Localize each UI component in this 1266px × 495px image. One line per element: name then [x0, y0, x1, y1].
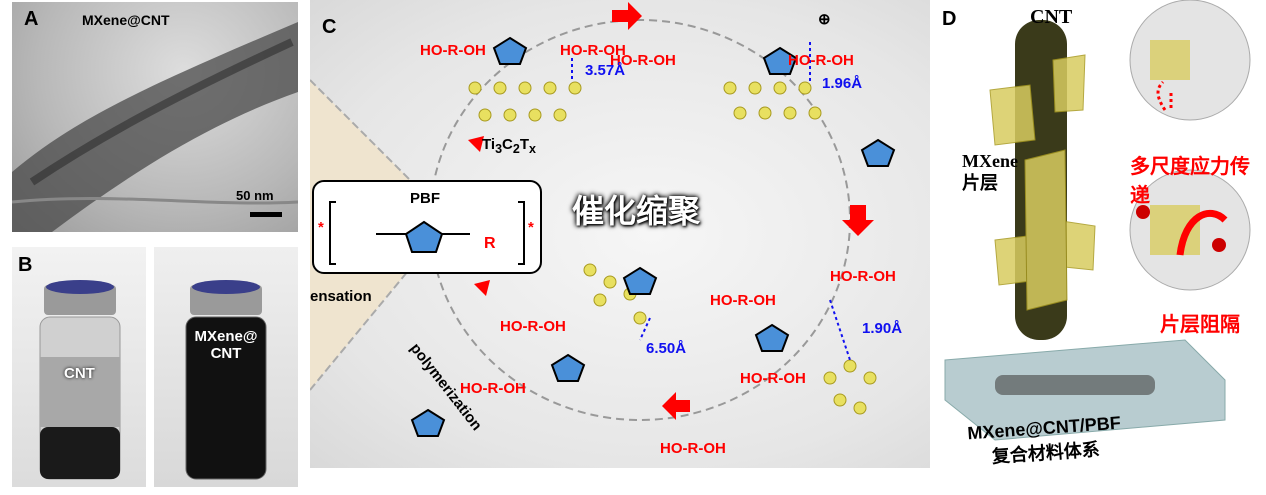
diol-fragment-1: HO-R-OH — [420, 42, 486, 59]
catalysis-mechanism-panel: C HO-R-OH HO-R-OH HO-R-OH ⊕ HO-R-OH 3.57… — [310, 0, 930, 468]
pbf-repeat-unit: * R * — [318, 201, 534, 265]
panel-letter-b: B — [18, 254, 33, 276]
tem-title: MXene@CNT — [82, 12, 170, 28]
barrier-label: 片层阻隔 — [1160, 314, 1240, 336]
panel-letter-d: D — [942, 8, 957, 30]
oxonium-charge: ⊕ — [818, 11, 831, 28]
diol-fragment-9: HO-R-OH — [460, 380, 526, 397]
pbf-star-right: * — [528, 219, 534, 236]
diol-fragment-6: HO-R-OH — [710, 292, 776, 309]
cnt-label: CNT — [1030, 6, 1073, 28]
diol-fragment-8: HO-R-OH — [740, 370, 806, 387]
furan-rings — [410, 36, 896, 437]
pbf-r-group: R — [484, 235, 496, 252]
diol-fragment-3: HO-R-OH — [610, 52, 676, 69]
center-title: 催化缩聚 — [572, 193, 701, 229]
distance-1-96: 1.96Å — [822, 75, 863, 92]
mxene-formula: Ti3C2Tx — [482, 136, 536, 156]
vial-label-line1: MXene@ — [194, 328, 258, 345]
mxene-cnt-vial-photo — [154, 247, 298, 487]
distance-6-50: 6.50Å — [646, 340, 687, 357]
condensation-text: ensation — [310, 288, 372, 305]
diol-fragment-5: HO-R-OH — [500, 318, 566, 335]
cnt-vial-photo — [12, 247, 146, 487]
panel-letter-c: C — [322, 16, 337, 38]
pbf-label: PBF — [410, 190, 440, 207]
mxene-label-line2: 片层 — [962, 173, 998, 193]
cnt-fiber-image — [12, 22, 298, 232]
diol-reagent: HO-R-OH — [660, 440, 726, 457]
composite-illustration — [944, 0, 1251, 441]
vial-label-line2: CNT — [210, 345, 242, 362]
stress-transfer-label: 多尺度应力传递 — [1130, 156, 1250, 207]
vial-label-cnt: CNT — [64, 365, 95, 382]
pbf-star-left: * — [318, 219, 324, 236]
distance-1-90: 1.90Å — [862, 320, 903, 337]
vial-label-mxene-cnt: MXene@ CNT — [186, 328, 266, 362]
panel-letter-a: A — [24, 8, 39, 30]
diol-fragment-4: HO-R-OH — [788, 52, 854, 69]
scale-bar-label: 50 nm — [236, 188, 274, 203]
cycle-arrows — [460, 2, 874, 420]
mxene-lattice — [468, 81, 877, 415]
diol-fragment-2: HO-R-OH — [560, 42, 626, 59]
mxene-label-line1: MXene — [962, 151, 1018, 171]
mxene-layer-label: MXene 片层 — [962, 150, 1018, 194]
tem-image — [12, 2, 298, 232]
diol-fragment-7: HO-R-OH — [830, 268, 896, 285]
pbf-structure-box: PBF * R * — [312, 180, 542, 274]
distance-3-57: 3.57Å — [585, 62, 626, 79]
